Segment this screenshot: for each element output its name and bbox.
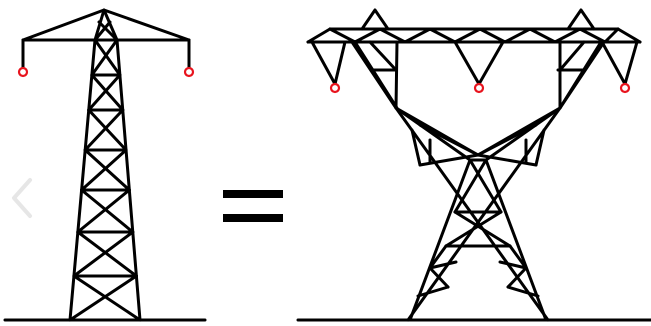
previous-slide-button[interactable]: [6, 176, 36, 220]
lattice-brace: [72, 230, 135, 278]
lattice-brace: [90, 38, 119, 77]
lattice-brace: [97, 20, 119, 42]
right-insulator-2: [473, 82, 485, 94]
chevron-left-icon: [12, 178, 32, 218]
right-peak: [566, 8, 596, 31]
lattice-brace: [87, 73, 122, 112]
lattice-brace: [93, 20, 112, 42]
right-tower: [296, 8, 651, 322]
lattice-brace: [87, 108, 128, 152]
lattice-brace: [80, 148, 128, 192]
equals-icon: [223, 190, 283, 222]
hanger-center: [453, 40, 505, 86]
hanger-right: [600, 40, 639, 86]
left-insulator-1: [17, 66, 29, 78]
lattice-brace: [76, 188, 131, 234]
lattice-brace: [83, 108, 125, 152]
lattice-brace: [93, 38, 122, 77]
lattice-brace: [80, 188, 135, 234]
right-insulator-3: [619, 82, 631, 94]
left-peak: [360, 8, 390, 31]
left-insulator-2: [183, 66, 195, 78]
left-tower: [3, 8, 207, 322]
left-lattice: [68, 20, 142, 322]
lattice-brace: [76, 230, 138, 278]
lattice-brace: [90, 73, 125, 112]
lattice-brace: [72, 274, 142, 322]
lattice-brace: [68, 274, 138, 322]
lattice-brace: [83, 148, 131, 192]
right-insulator-1: [329, 82, 341, 94]
hanger-left: [310, 40, 347, 86]
